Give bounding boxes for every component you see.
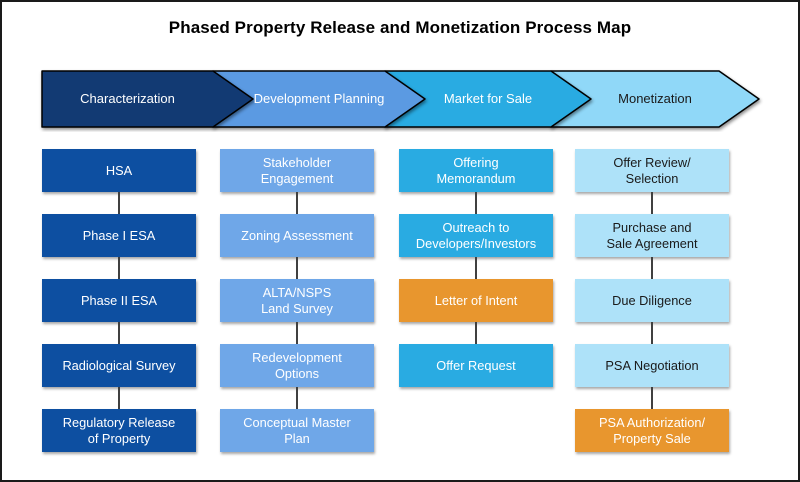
process-box-psa-authorization-property-sale: PSA Authorization/ Property Sale [575, 409, 729, 452]
process-box-phase-ii-esa: Phase II ESA [42, 279, 196, 322]
process-box-offering-memorandum: Offering Memorandum [399, 149, 553, 192]
column-development-planning: Stakeholder Engagement Zoning Assessment… [220, 149, 374, 452]
connector-line [118, 192, 120, 214]
process-box-radiological-survey: Radiological Survey [42, 344, 196, 387]
phase-chevron-bar [41, 70, 760, 128]
connector-line [475, 257, 477, 279]
process-box-offer-request: Offer Request [399, 344, 553, 387]
process-box-zoning-assessment: Zoning Assessment [220, 214, 374, 257]
process-box-redevelopment-options: Redevelopment Options [220, 344, 374, 387]
connector-line [475, 192, 477, 214]
process-box-alta-nsps-land-survey: ALTA/NSPS Land Survey [220, 279, 374, 322]
connector-line [651, 257, 653, 279]
process-box-psa-negotiation: PSA Negotiation [575, 344, 729, 387]
process-box-stakeholder-engagement: Stakeholder Engagement [220, 149, 374, 192]
process-box-purchase-sale-agreement: Purchase and Sale Agreement [575, 214, 729, 257]
connector-line [651, 322, 653, 344]
page-title: Phased Property Release and Monetization… [168, 18, 632, 37]
connector-line [651, 387, 653, 409]
column-market-for-sale: Offering Memorandum Outreach to Develope… [399, 149, 553, 387]
connector-line [118, 257, 120, 279]
process-box-due-diligence: Due Diligence [575, 279, 729, 322]
column-monetization: Offer Review/ Selection Purchase and Sal… [575, 149, 729, 452]
process-box-conceptual-master-plan: Conceptual Master Plan [220, 409, 374, 452]
connector-line [296, 322, 298, 344]
connector-line [296, 387, 298, 409]
connector-line [651, 192, 653, 214]
process-box-hsa: HSA [42, 149, 196, 192]
connector-line [118, 387, 120, 409]
column-characterization: HSA Phase I ESA Phase II ESA Radiologica… [42, 149, 196, 452]
process-box-phase-i-esa: Phase I ESA [42, 214, 196, 257]
connector-line [296, 192, 298, 214]
process-box-letter-of-intent: Letter of Intent [399, 279, 553, 322]
process-box-outreach-developers-investors: Outreach to Developers/Investors [399, 214, 553, 257]
chevron-characterization [41, 70, 254, 128]
connector-line [296, 257, 298, 279]
connector-line [118, 322, 120, 344]
process-box-offer-review-selection: Offer Review/ Selection [575, 149, 729, 192]
process-box-regulatory-release: Regulatory Release of Property [42, 409, 196, 452]
connector-line [475, 322, 477, 344]
